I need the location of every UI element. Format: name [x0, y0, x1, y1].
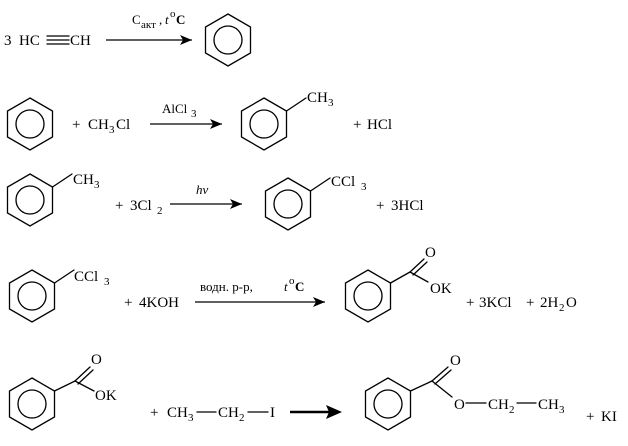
water-main: 2H — [540, 295, 559, 311]
reaction-2: + CH 3 Cl AlCl 3 CH 3 + HCl — [6, 90, 392, 151]
carboxylate-group — [53, 366, 95, 392]
ethyl-benzoate-ring — [364, 377, 412, 431]
byproduct: HCl — [367, 117, 392, 133]
triple-bond — [46, 35, 70, 45]
ethyl-iodide-ch3: CH — [167, 405, 188, 421]
ethyl-iodide-ch2: CH — [218, 405, 239, 421]
ester-oxygen: O — [454, 397, 465, 413]
reaction-3: CH 3 + 3Cl 2 hν CCl 3 + 3HCl — [6, 172, 424, 231]
ccl3-group-sub: 3 — [104, 276, 110, 288]
reagent-sub: 2 — [157, 205, 163, 217]
condition-temp-t: t — [165, 12, 169, 27]
plus-sign: + — [466, 295, 474, 311]
byproduct: KI — [601, 409, 617, 425]
reagent-main: 3Cl — [130, 198, 152, 214]
plus-sign: + — [124, 295, 132, 311]
ethyl-ch3: CH — [538, 397, 559, 413]
reagent-tail: Cl — [116, 117, 130, 133]
ethyl-iodide-i: I — [270, 405, 275, 421]
methyl-group-main: CH — [73, 172, 94, 188]
ccl3-group-main: CCl — [331, 174, 355, 190]
plus-sign: + — [115, 198, 123, 214]
plus-sign: + — [526, 295, 534, 311]
ethyl-iodide-ch2-sub: 2 — [239, 412, 245, 424]
ethyl-ch3-sub: 3 — [559, 404, 565, 416]
condition-temp-deg: o — [170, 8, 176, 20]
carboxylate-group — [389, 258, 429, 284]
methyl-group-sub: 3 — [328, 97, 334, 109]
methyl-group-sub: 3 — [94, 179, 100, 191]
condition-light: hν — [196, 182, 209, 197]
reaction-1: 3 HC CH C акт , t o C — [4, 8, 252, 67]
condition-catalyst: C — [132, 12, 141, 27]
benzene-ring — [6, 97, 54, 151]
ccl3-group-main: CCl — [74, 269, 98, 285]
toluene-ring — [240, 97, 288, 151]
condition-separator: , — [159, 12, 162, 27]
potassium-oxide: OK — [430, 281, 452, 297]
acetylene-right: CH — [70, 33, 91, 49]
plus-sign: + — [376, 198, 384, 214]
ethyl-ch2: CH — [488, 397, 509, 413]
benzene-ring — [204, 13, 252, 67]
byproduct-kcl: 3KCl — [479, 295, 512, 311]
reaction-arrow — [150, 119, 222, 129]
benzoate-ring — [344, 269, 392, 323]
reaction-4: CCl 3 + 4KOH водн. р-р, t o C O OK + 3KC… — [8, 245, 577, 323]
reaction-arrow — [195, 297, 325, 307]
condition-temp-deg: o — [289, 275, 295, 287]
plus-sign: + — [353, 117, 361, 133]
condition-catalyst: AlCl — [162, 101, 188, 116]
toluene-ring — [6, 173, 54, 227]
ccl3-bond — [309, 177, 331, 192]
condition-temp-unit: C — [295, 279, 304, 294]
carbonyl-oxygen: O — [450, 353, 461, 369]
methyl-group-main: CH — [307, 90, 328, 106]
water-sub: 2 — [559, 302, 565, 314]
plus-sign: + — [150, 405, 158, 421]
condition-temp-unit: C — [176, 12, 185, 27]
acetylene-coefficient: 3 — [4, 33, 12, 49]
benzoate-ring — [8, 377, 56, 431]
carbonyl-oxygen: O — [425, 245, 436, 261]
reagent-sub: 3 — [109, 124, 115, 136]
reagent: 4KOH — [139, 295, 179, 311]
ethyl-iodide-ch3-sub: 3 — [188, 412, 194, 424]
ccl3-group-sub: 3 — [361, 181, 367, 193]
reaction-arrow — [106, 35, 192, 45]
condition-catalyst-sub: 3 — [191, 108, 197, 120]
condition-temp-t: t — [284, 279, 288, 294]
reaction-5: O OK + CH 3 CH 2 I O O CH 2 CH 3 + — [8, 352, 617, 431]
plus-sign: + — [586, 409, 594, 425]
methyl-bond — [285, 97, 307, 112]
reaction-arrow — [170, 199, 242, 209]
ethyl-ch2-sub: 2 — [509, 404, 515, 416]
ccl3-bond — [53, 269, 75, 284]
reagent-main: CH — [88, 117, 109, 133]
benzotrichloride-ring — [8, 269, 56, 323]
plus-sign: + — [72, 117, 80, 133]
acetylene-left: HC — [19, 33, 40, 49]
byproduct: 3HCl — [391, 198, 424, 214]
benzotrichloride-ring — [264, 177, 312, 231]
methyl-bond — [51, 173, 73, 188]
water-tail: O — [566, 295, 577, 311]
ester-group — [409, 366, 453, 398]
condition-catalyst-sub: акт — [141, 19, 156, 31]
condition-solution: водн. р-р, — [200, 279, 253, 294]
reaction-arrow — [290, 405, 342, 419]
carbonyl-oxygen: O — [91, 352, 102, 368]
potassium-oxide: OK — [95, 388, 117, 404]
